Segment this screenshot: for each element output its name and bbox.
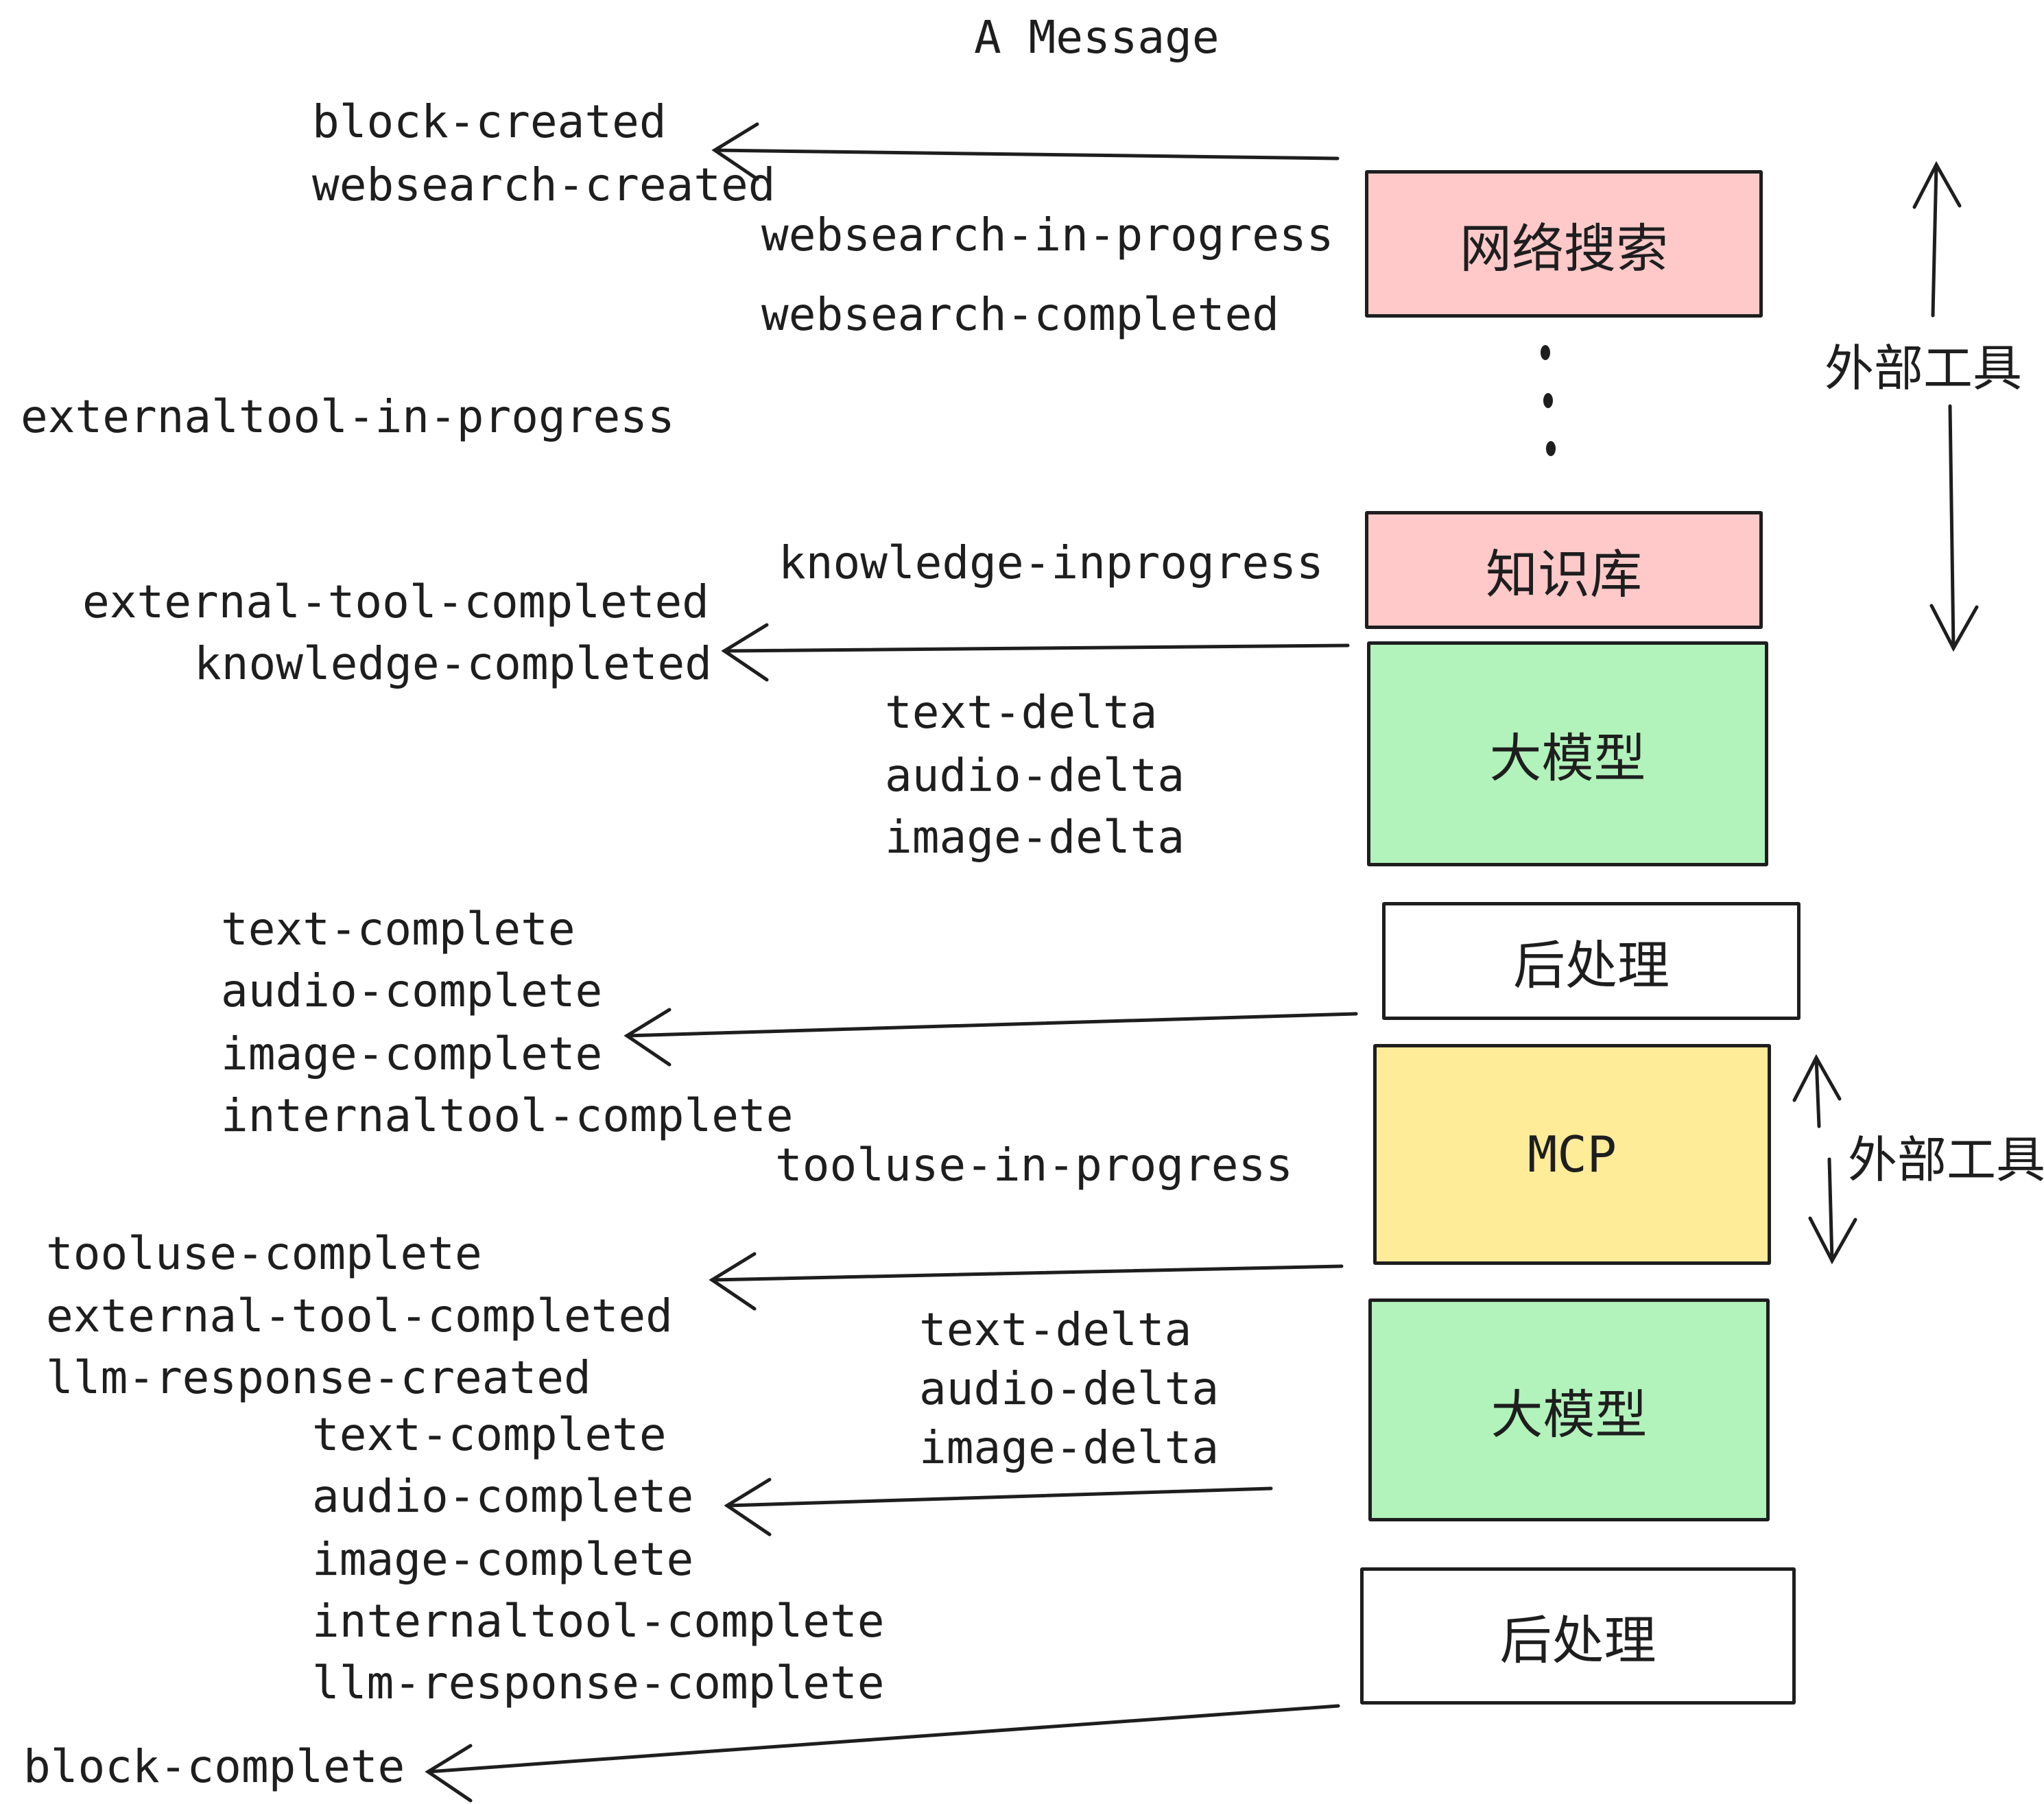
node-mcp: MCP <box>1373 1044 1771 1265</box>
arrow-complete-group-1 <box>623 1008 1358 1067</box>
node-postprocess-2: 后处理 <box>1360 1567 1796 1705</box>
event-label-audio-complete-2: audio-complete <box>312 1470 694 1523</box>
event-label-text-delta-1: text-delta <box>885 686 1158 739</box>
event-label-text-complete-2: text-complete <box>312 1408 667 1461</box>
event-label-image-delta-1: image-delta <box>885 811 1185 864</box>
diagram-title: A Message <box>974 11 1220 64</box>
annotation-external-tools-mcp: 外部工具 <box>1848 1131 2044 1189</box>
event-label-audio-complete-1: audio-complete <box>221 964 603 1017</box>
node-postprocess-1: 后处理 <box>1382 902 1801 1020</box>
arrow-complete-group-2 <box>724 1477 1273 1536</box>
event-label-audio-delta-2: audio-delta <box>919 1362 1220 1415</box>
external-tools-span-arrow-down <box>1929 404 1979 652</box>
event-label-knowledge-inprogress: knowledge-inprogress <box>779 536 1324 589</box>
event-label-llm-response-complete: llm-response-complete <box>312 1657 885 1709</box>
event-label-audio-delta-1: audio-delta <box>885 749 1185 802</box>
external-tools-span-arrow-up <box>1912 161 1962 318</box>
arrow-block-complete <box>425 1704 1340 1803</box>
event-label-internaltool-complete-2: internaltool-complete <box>312 1595 885 1648</box>
arrow-tooluse-complete <box>709 1252 1344 1311</box>
event-label-image-complete-1: image-complete <box>221 1028 603 1080</box>
event-label-block-created: block-created <box>312 95 667 148</box>
annotation-external-tools-top: 外部工具 <box>1825 340 2023 397</box>
node-llm-1: 大模型 <box>1367 641 1768 866</box>
event-label-text-delta-2: text-delta <box>919 1303 1192 1356</box>
event-label-tooluse-in-progress: tooluse-in-progress <box>775 1139 1293 1191</box>
event-label-image-delta-2: image-delta <box>919 1421 1220 1474</box>
mcp-external-tools-arrow-up <box>1792 1054 1842 1128</box>
event-label-external-tool-completed-1: external-tool-completed <box>82 575 709 628</box>
arrow-websearch-created <box>711 122 1340 181</box>
event-label-tooluse-complete: tooluse-complete <box>46 1227 482 1280</box>
ellipsis-dots <box>1541 345 1556 456</box>
event-label-internaltool-complete-1: internaltool-complete <box>221 1089 794 1142</box>
event-label-llm-response-created: llm-response-created <box>46 1351 591 1404</box>
event-label-websearch-in-progress: websearch-in-progress <box>761 209 1334 261</box>
event-label-websearch-completed: websearch-completed <box>761 288 1279 341</box>
event-label-knowledge-completed: knowledge-completed <box>194 637 712 690</box>
mcp-external-tools-arrow-down <box>1808 1157 1857 1265</box>
event-label-block-complete: block-complete <box>23 1740 405 1793</box>
event-label-websearch-created: websearch-created <box>312 158 776 211</box>
event-label-text-complete-1: text-complete <box>221 903 575 956</box>
node-websearch: 网络搜索 <box>1365 170 1763 318</box>
node-knowledge: 知识库 <box>1365 511 1763 629</box>
event-label-externaltool-in-progress: externaltool-in-progress <box>21 390 675 443</box>
event-label-external-tool-completed-2: external-tool-completed <box>46 1290 673 1342</box>
arrow-knowledge-completed <box>721 623 1350 682</box>
node-llm-2: 大模型 <box>1368 1298 1770 1521</box>
event-label-image-complete-2: image-complete <box>312 1533 694 1586</box>
